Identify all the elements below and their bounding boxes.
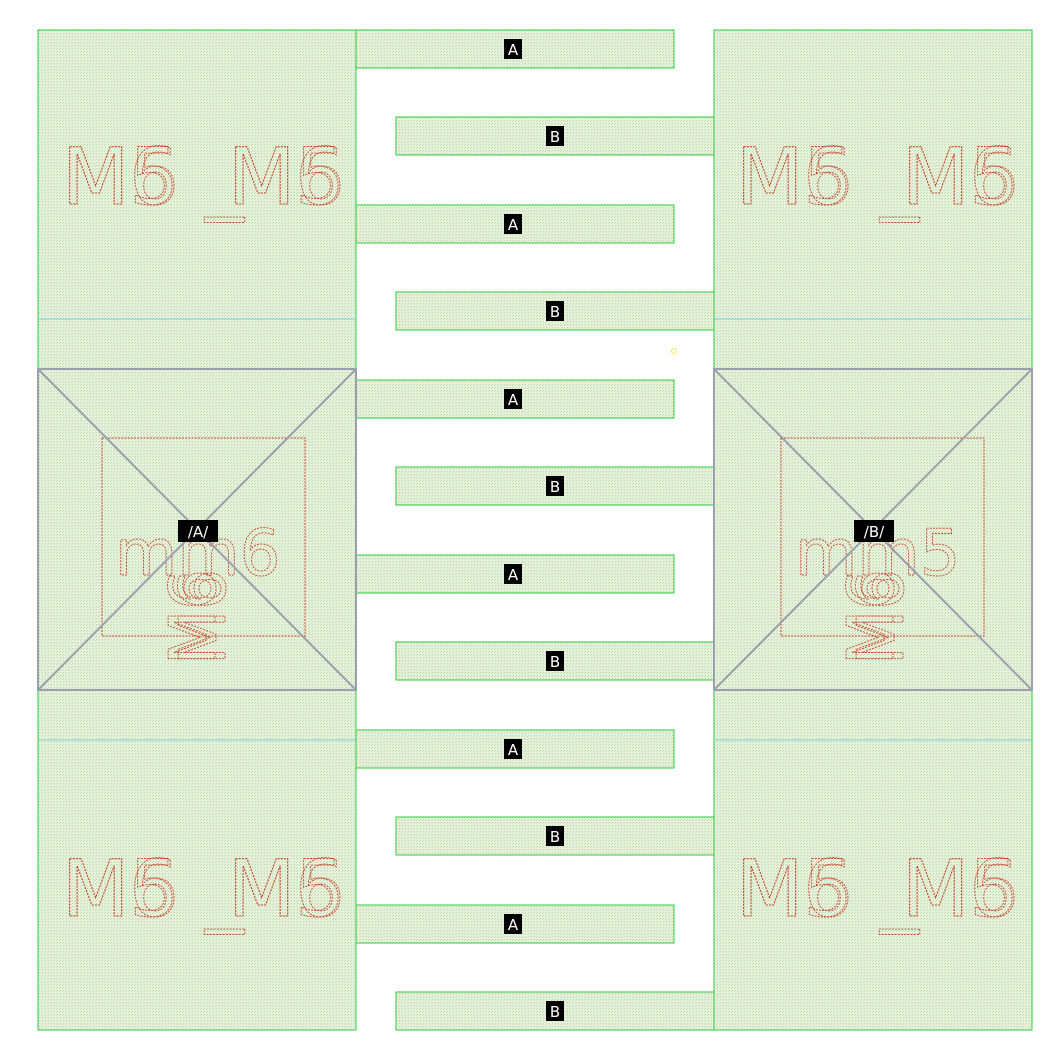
device-text: M6	[228, 845, 345, 935]
via-right-label-rotated: M6	[845, 569, 919, 665]
net-label-b: B	[550, 303, 560, 321]
net-label-b: B	[550, 128, 560, 146]
via-right[interactable]: mm5 M6 M6 /B/	[713, 368, 1033, 691]
via-left[interactable]: mm6 M6 M6 /A/	[37, 368, 357, 691]
device-text: _	[204, 133, 245, 223]
net-label-bg	[504, 914, 522, 934]
origin-marker	[671, 348, 677, 354]
net-label-bg	[504, 389, 522, 409]
device-text: _	[879, 845, 920, 935]
net-label-bg	[546, 826, 564, 846]
net-label-b: B	[550, 478, 560, 496]
pin-right-label: /B/	[864, 523, 885, 541]
pin-left-label: /A/	[188, 523, 209, 541]
net-label-bg	[504, 39, 522, 59]
device-text: M5	[736, 133, 853, 223]
device-text: M5	[902, 845, 1019, 935]
net-label-a: A	[508, 741, 519, 759]
net-label-b: B	[550, 1003, 560, 1021]
device-label-bottom-left: M6 M5 _ M5 M6	[62, 845, 346, 936]
device-text: M6	[902, 845, 1019, 935]
device-text: M6	[62, 133, 179, 223]
net-label-a: A	[508, 566, 519, 584]
device-label-top-right: M6 M5 _ M6 M5	[736, 133, 1020, 224]
net-label-bg	[546, 301, 564, 321]
via-left-label-rotated: M6	[157, 569, 231, 665]
net-label-a: A	[508, 916, 519, 934]
net-label-bg	[504, 214, 522, 234]
net-label-a: A	[508, 391, 519, 409]
net-label-b: B	[550, 653, 560, 671]
device-text: M6	[736, 845, 853, 935]
device-label-bottom-right: M6 M5 _ M6 M5	[736, 845, 1020, 936]
finger-group-a: A A A A A A	[355, 29, 675, 944]
net-label-bg	[546, 476, 564, 496]
net-label-bg	[546, 651, 564, 671]
device-text: M5	[902, 133, 1019, 223]
net-label-bg	[546, 126, 564, 146]
device-text: M6	[62, 845, 179, 935]
via-right-label-rotated: M6	[835, 569, 909, 665]
via-right-inner-box	[780, 437, 985, 637]
pin-left-bg	[178, 520, 218, 542]
via-left-inner-box	[101, 437, 306, 637]
device-text: M5	[62, 133, 179, 223]
device-text: M5	[62, 845, 179, 935]
device-label-top-left: M6 M5 _ M5 M6	[62, 133, 346, 224]
net-label-bg	[546, 1001, 564, 1021]
device-text: M5	[228, 845, 345, 935]
pin-right-bg	[854, 520, 894, 542]
net-label-a: A	[508, 41, 519, 59]
device-text: _	[204, 845, 245, 935]
device-text: M5	[736, 845, 853, 935]
net-label-bg	[504, 564, 522, 584]
via-left-label-rotated: M6	[167, 569, 241, 665]
finger-group-b: B B B B B B	[395, 116, 715, 1031]
net-label-b: B	[550, 828, 560, 846]
net-label-bg	[504, 739, 522, 759]
device-text: M6	[902, 133, 1019, 223]
device-text: M5	[228, 133, 345, 223]
device-text: M6	[736, 133, 853, 223]
device-text: _	[879, 133, 920, 223]
net-label-a: A	[508, 216, 519, 234]
device-text: M6	[228, 133, 345, 223]
